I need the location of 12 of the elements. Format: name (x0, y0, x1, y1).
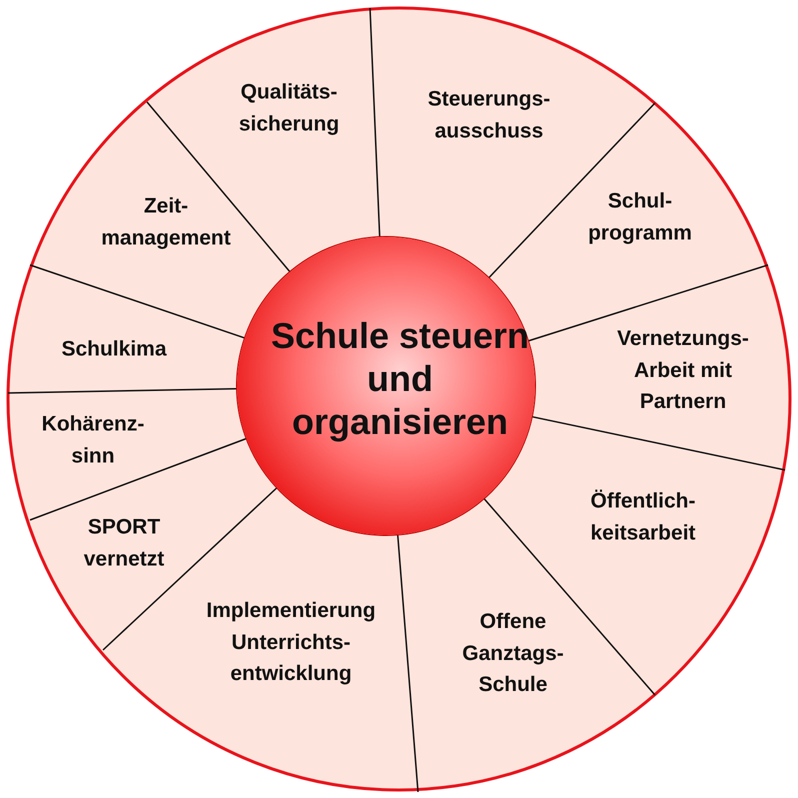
segment-label: Steuerungs- ausschuss (414, 84, 564, 146)
segment-label: Kohärenz- sinn (30, 408, 156, 472)
segment-label: Zeit- management (91, 190, 241, 254)
segment-label: Qualitäts- sicherung (219, 76, 359, 140)
center-title: Schule steuern und organisieren (270, 314, 530, 444)
segment-label: Vernetzungs- Arbeit mit Partnern (597, 322, 769, 418)
segment-label: Schulkima (44, 333, 184, 365)
segment-label: Offene Ganztags- Schule (448, 606, 578, 700)
segment-label: SPORT vernetzt (69, 512, 179, 574)
segment-label: Implementierung Unterrichts- entwicklung (184, 594, 398, 690)
segment-label: Schul- programm (580, 186, 700, 248)
segment-label: Öffentlich- keitsarbeit (568, 486, 718, 548)
